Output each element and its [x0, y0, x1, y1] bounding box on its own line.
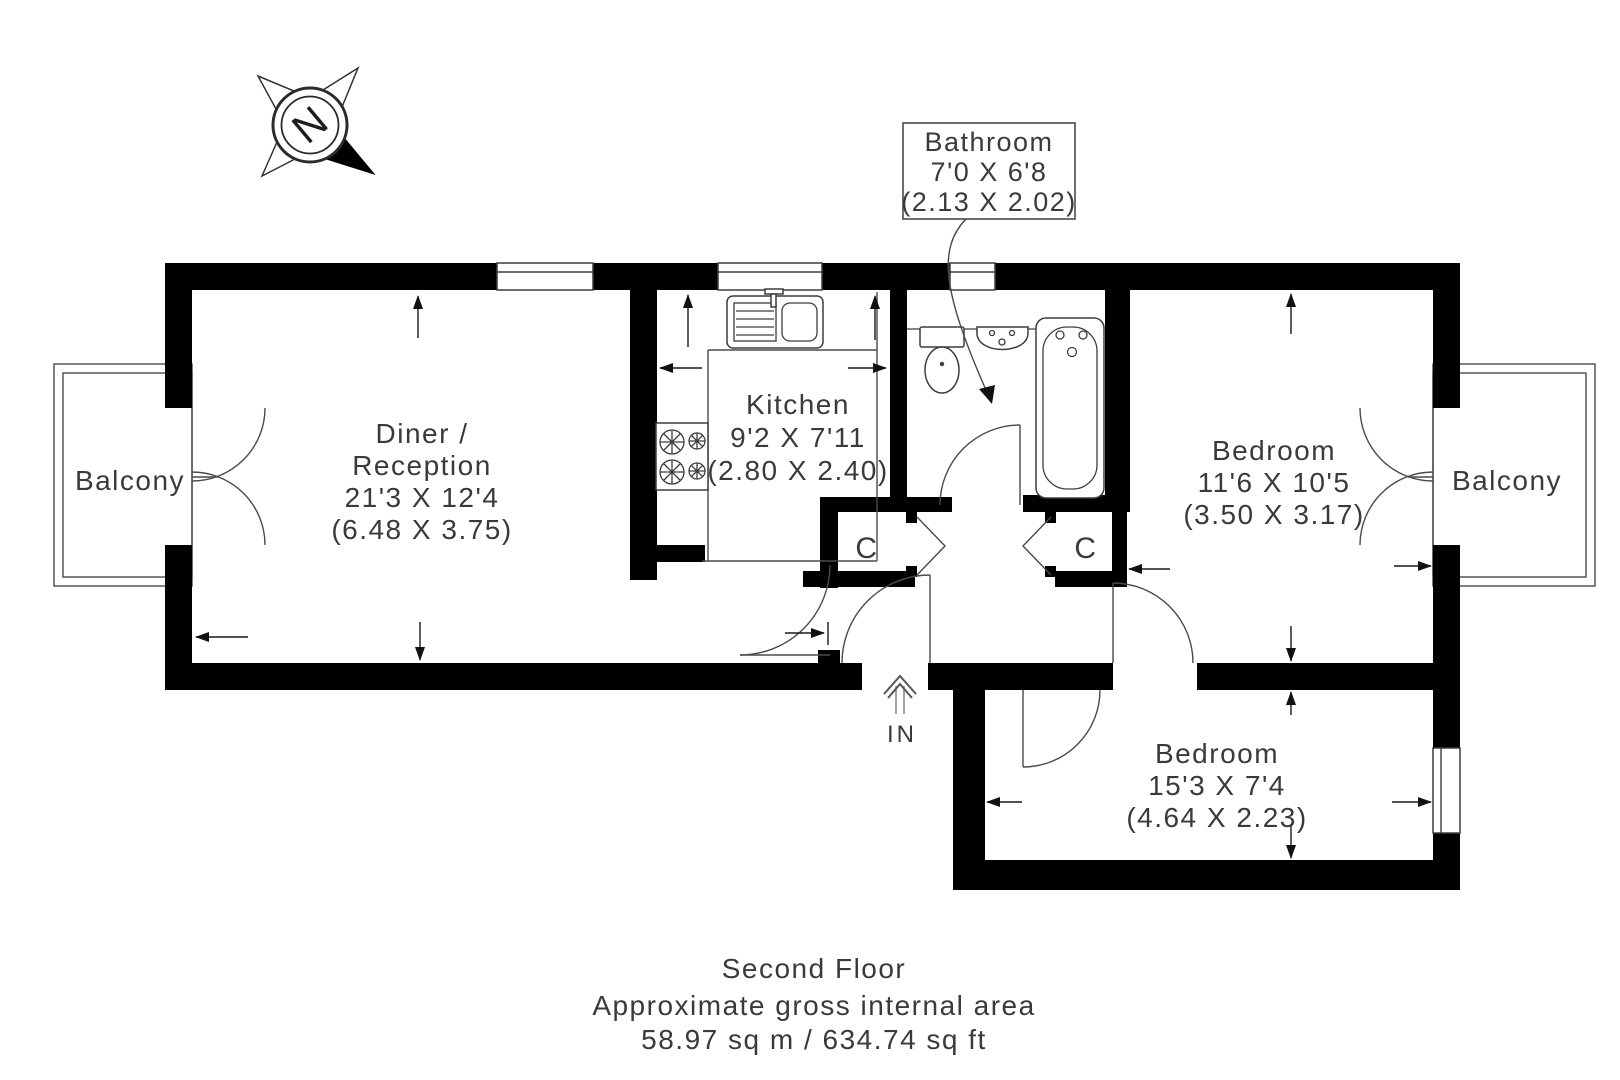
- svg-text:(4.64 X 2.23): (4.64 X 2.23): [1126, 802, 1307, 833]
- balcony-left-label: Balcony: [75, 465, 185, 496]
- bathroom-door-swing: [939, 424, 1021, 506]
- closet-right-bifold-door: [1022, 516, 1052, 576]
- balcony-right-label: Balcony: [1452, 465, 1562, 496]
- kitchen-sink: [726, 288, 824, 349]
- svg-text:11'6 X 10'5: 11'6 X 10'5: [1198, 467, 1351, 498]
- room-label-diner: Diner / Reception 21'3 X 12'4 (6.48 X 3.…: [331, 418, 512, 545]
- window-top-2: [717, 262, 823, 291]
- balcony-left-french-doors: [191, 407, 266, 546]
- svg-text:(2.80 X 2.40): (2.80 X 2.40): [707, 455, 888, 486]
- callout-dims-imperial: 7'0 X 6'8: [931, 157, 1048, 187]
- bathtub-icon: [1035, 317, 1105, 499]
- svg-text:Bedroom: Bedroom: [1212, 435, 1336, 466]
- entrance-door-swing: [841, 574, 931, 664]
- kitchen-counter: [702, 292, 878, 562]
- footer-floor: Second Floor: [722, 953, 907, 984]
- svg-text:(3.50 X 3.17): (3.50 X 3.17): [1183, 499, 1364, 530]
- callout-title: Bathroom: [924, 127, 1053, 157]
- window-top-1: [496, 262, 594, 291]
- callout-dims-metric: (2.13 X 2.02): [901, 187, 1077, 217]
- svg-text:(6.48 X 3.75): (6.48 X 3.75): [331, 514, 512, 545]
- footer: Second Floor Approximate gross internal …: [592, 953, 1035, 1055]
- balcony-left: [53, 363, 193, 587]
- room-label-kitchen: Kitchen 9'2 X 7'11 (2.80 X 2.40): [707, 389, 888, 486]
- compass-icon: N: [256, 66, 376, 178]
- wash-basin-icon: [976, 326, 1029, 351]
- entrance-label: IN: [887, 721, 917, 748]
- svg-text:15'3 X 7'4: 15'3 X 7'4: [1148, 770, 1286, 801]
- svg-text:Bedroom: Bedroom: [1155, 738, 1279, 769]
- svg-text:Diner /: Diner /: [376, 418, 469, 449]
- dimension-arrows: [195, 293, 1432, 859]
- toilet-icon: [919, 326, 965, 394]
- svg-text:21'3 X 12'4: 21'3 X 12'4: [345, 482, 500, 513]
- footer-area-value: 58.97 sq m / 634.74 sq ft: [641, 1024, 987, 1055]
- leader-arrowhead: [979, 385, 995, 404]
- svg-text:Kitchen: Kitchen: [746, 389, 850, 420]
- footer-area-note: Approximate gross internal area: [592, 990, 1035, 1021]
- window-bedroom-side: [1432, 747, 1461, 834]
- stove-icon: [655, 422, 709, 491]
- bedroom-right-door-swing: [1112, 582, 1194, 664]
- bedroom-bottom-door-swing: [1022, 689, 1101, 768]
- entrance-arrow-icon: [883, 674, 917, 714]
- closet-right-label: C: [1074, 532, 1097, 565]
- walls: [165, 263, 1460, 890]
- svg-text:9'2 X 7'11: 9'2 X 7'11: [730, 422, 866, 453]
- balcony-right-french-doors: [1359, 407, 1434, 546]
- room-label-bedroom-right: Bedroom 11'6 X 10'5 (3.50 X 3.17): [1183, 435, 1364, 530]
- closet-left-bifold-door: [916, 516, 946, 576]
- bathroom-callout: Bathroom 7'0 X 6'8 (2.13 X 2.02): [901, 122, 1077, 404]
- hall-door-swing: [739, 564, 831, 656]
- closet-left-label: C: [855, 532, 878, 565]
- room-label-bedroom-bottom: Bedroom 15'3 X 7'4 (4.64 X 2.23): [1126, 738, 1307, 833]
- balcony-right: [1432, 363, 1596, 587]
- svg-text:Reception: Reception: [352, 450, 492, 481]
- window-top-3: [949, 262, 996, 291]
